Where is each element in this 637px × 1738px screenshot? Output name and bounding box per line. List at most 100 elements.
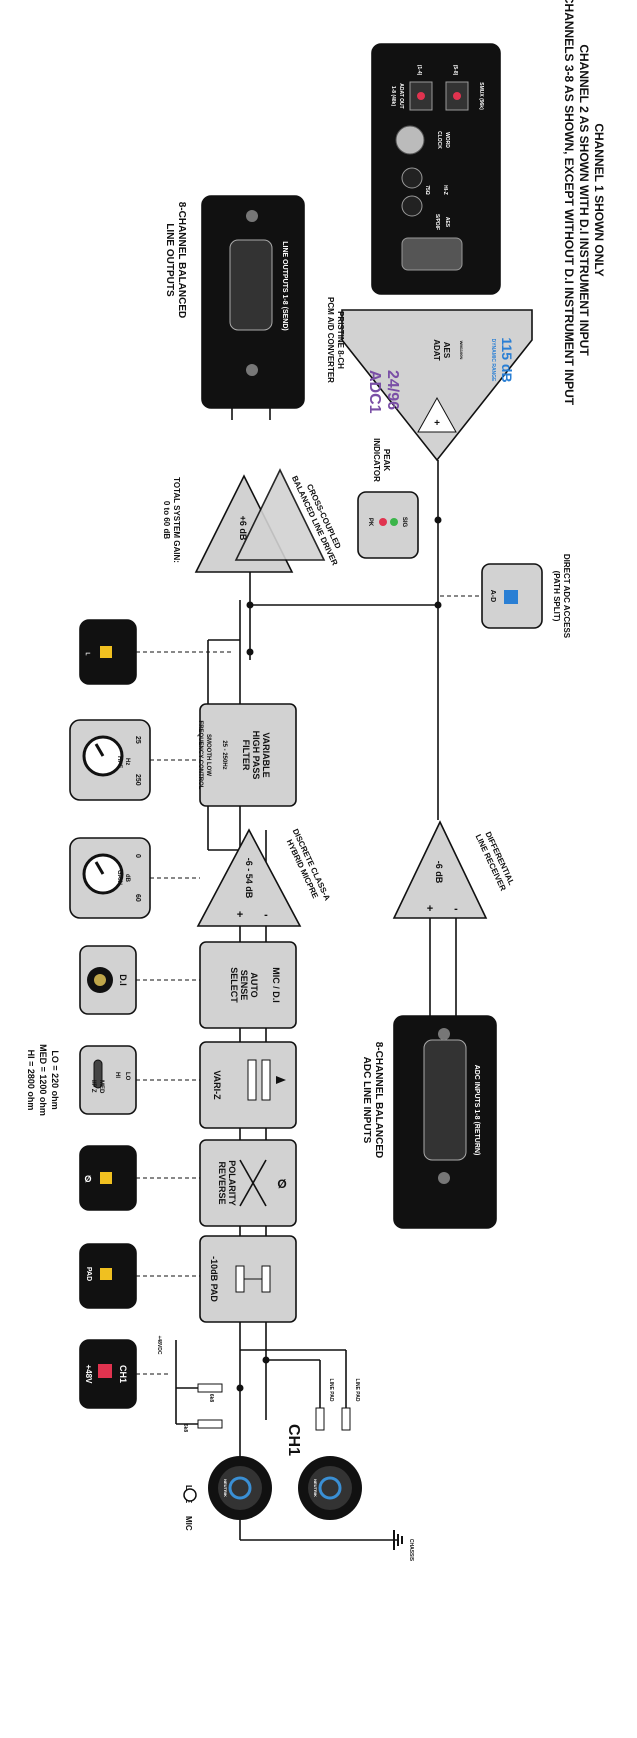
phantom-voltage-label: +48VDC — [156, 1335, 162, 1354]
autosense-label3: SENSE — [239, 970, 249, 1001]
hpf-block-label2: HIGH PASS — [251, 731, 261, 780]
adc-inputs-title1: 8-CHANNEL BALANCED — [373, 1042, 384, 1158]
channel-label: CH1 — [285, 1424, 302, 1456]
receiver-triangle — [392, 820, 488, 919]
ch14-label: (1-4) — [416, 65, 422, 76]
linepad-label-1: LINE PAD — [328, 1379, 334, 1402]
res1-label: 6k8 — [182, 1424, 188, 1433]
peak-title1: PEAK — [382, 449, 391, 471]
total-gain-label2: 0 to 60 dB — [162, 501, 171, 539]
autosense-label2: AUTO — [249, 972, 259, 997]
converter-plus: + — [434, 418, 440, 429]
word-clock-bnc[interactable] — [395, 125, 425, 155]
polarity-led[interactable] — [100, 1172, 112, 1184]
word-clock-label2: CLOCK — [436, 131, 442, 149]
variz-note-med: MED = 1200 ohm — [38, 1044, 48, 1116]
hiz-label: HI-Z — [442, 185, 448, 195]
adc-access-caption1: DIRECT ADC ACCESS — [562, 554, 571, 639]
hpf-unit: Hz — [124, 758, 130, 765]
converter-adat: ADAT — [432, 339, 441, 361]
combo-text-1: NEUTRIK — [223, 1479, 228, 1497]
hpf-max: 250 — [134, 774, 141, 786]
peak-panel — [357, 491, 419, 559]
ohm75-label: 75Ω — [424, 185, 430, 195]
preamp-gain: -6 - 54 dB — [244, 858, 254, 899]
line-mic-icon — [183, 1488, 197, 1502]
converter-title2: PCM A/D CONVERTER — [326, 297, 335, 383]
peak-title2: INDICATOR — [372, 438, 381, 482]
hpf-name: HPF — [116, 756, 122, 768]
converter-model2: ADC1 — [366, 370, 383, 414]
aes-jack[interactable] — [401, 195, 423, 217]
mic-label: MIC — [184, 1516, 193, 1531]
adc-access-label: A-D — [489, 590, 496, 602]
converter-chip: WM1100N — [459, 341, 464, 360]
sig-led — [390, 518, 398, 526]
pad-button-label: PAD — [85, 1267, 92, 1281]
phantom-led[interactable] — [98, 1364, 112, 1378]
combo-text-2: NEUTRIK — [313, 1479, 318, 1497]
gain-max: 60 — [134, 894, 141, 902]
hpf-range: 25 - 250Hz — [221, 740, 227, 769]
ch58-label: (5-8) — [452, 65, 458, 76]
autosense-label1: MIC / D.I — [271, 967, 281, 1003]
adc-inputs-connector[interactable] — [423, 1039, 467, 1161]
line-outputs-connector[interactable] — [229, 239, 273, 331]
header-line2: CHANNEL 2 AS SHOWN WITH D.I INSTRUMENT I… — [577, 44, 591, 356]
adc-inputs-label: ADC INPUTS 1-8 (RETURN) — [473, 1065, 480, 1156]
adat-out-label2: 1-8 (48k) — [390, 86, 396, 107]
converter-block — [341, 309, 533, 462]
total-gain-label1: TOTAL SYSTEM GAIN: — [172, 477, 181, 563]
autosense-block — [199, 941, 297, 1029]
adc-access-led[interactable] — [504, 590, 518, 604]
chassis-label: CHASSIS — [408, 1539, 414, 1562]
header-line1: CHANNEL 1 SHOWN ONLY — [592, 123, 606, 276]
polarity-block-label2: REVERSE — [217, 1161, 227, 1204]
di-label: D.I — [118, 974, 128, 986]
autosense-label4: SELECT — [229, 967, 239, 1003]
hpf-block-label3: FILTER — [241, 740, 251, 771]
adc-inputs-title2: ADC LINE INPUTS — [361, 1057, 372, 1144]
converter-title1: PRISTINE 8-CH — [336, 311, 345, 369]
gain-unit: dB — [124, 874, 130, 883]
aes-dsub-connector[interactable] — [401, 237, 463, 271]
peak-sig: SIG — [401, 517, 407, 528]
variz-hi: HI — [114, 1072, 120, 1078]
polarity-block — [199, 1139, 297, 1227]
hiz-jack[interactable] — [401, 167, 423, 189]
linedriver-triangle-back — [234, 468, 326, 561]
converter-model1: 24/96 — [384, 370, 401, 410]
hpf-note2: FREQUENCY CONTROL — [197, 721, 203, 790]
word-clock-label1: WORD — [444, 132, 450, 148]
hpf-switch-led[interactable] — [100, 646, 112, 658]
linedriver-gain: +6 dB — [238, 516, 248, 541]
converter-dr-label: DYNAMIC RANGE — [490, 339, 496, 382]
line-outputs-title2: LINE OUTPUTS — [164, 223, 175, 297]
linepad-label-2: LINE PAD — [354, 1379, 360, 1402]
spdif-label: S/PDIF — [434, 214, 440, 230]
preamp-plus: + — [237, 909, 243, 921]
chassis-ground-icon — [393, 1530, 403, 1550]
variz-block-label: VARI-Z — [212, 1070, 222, 1100]
pad-led[interactable] — [100, 1268, 112, 1280]
smux-label: SMUX (96k) — [478, 82, 484, 110]
header: CHANNEL 1 SHOWN ONLY — [592, 123, 606, 276]
polarity-block-symbol: Ø — [277, 1177, 286, 1191]
hpf-min: 25 — [134, 736, 141, 744]
variz-lo: LO — [124, 1072, 130, 1081]
hpf-block-label1: VARIABLE — [261, 732, 271, 777]
receiver-gain: -6 dB — [434, 861, 444, 884]
adat-out-label1: ADAT OUT — [398, 83, 404, 108]
header-line3: CHANNELS 3-8 AS SHOWN, EXCEPT WITHOUT D.… — [562, 0, 576, 406]
variz-med: MED — [98, 1080, 104, 1094]
preamp-triangle — [196, 828, 302, 927]
peak-pk: PK — [367, 518, 373, 527]
phantom-ch-label: CH1 — [118, 1365, 128, 1383]
gain-name: GAIN — [116, 870, 122, 885]
line-outputs-title1: 8-CHANNEL BALANCED — [176, 202, 187, 318]
variz-toggle[interactable] — [93, 1059, 103, 1089]
aes-label: AES — [444, 217, 450, 228]
variz-note-lo: LO = 220 ohm — [50, 1050, 60, 1109]
hpf-block — [199, 703, 297, 807]
gain-min: 0 — [134, 854, 141, 858]
